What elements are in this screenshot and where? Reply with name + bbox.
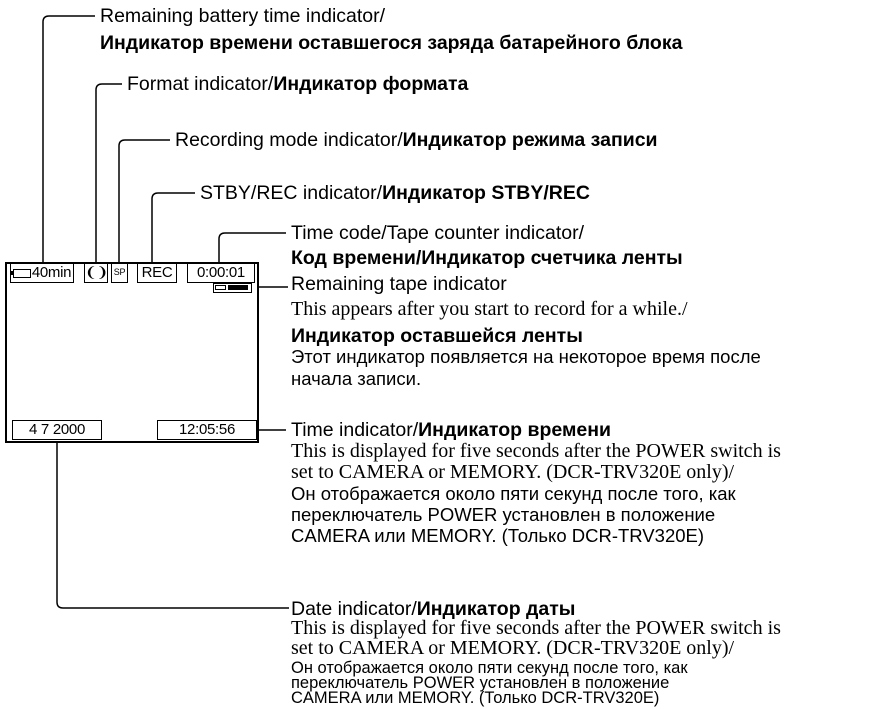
label-battery-en: Remaining battery time indicator/ xyxy=(100,5,386,27)
battery-indicator: 40min xyxy=(10,263,74,283)
desc-time-en-2: set to CAMERA or MEMORY. (DCR-TRV320E on… xyxy=(291,461,735,483)
label-timecode-en: Time code/Tape counter indicator/ xyxy=(291,222,585,244)
label-tape-ru: Индикатор оставшейся ленты xyxy=(291,325,583,347)
leader-stby xyxy=(151,192,195,263)
desc-tape-ru-2: начала записи. xyxy=(291,368,422,389)
remaining-tape-indicator xyxy=(213,283,252,293)
desc-date-en-2: set to CAMERA or MEMORY. (DCR-TRV320E on… xyxy=(291,637,735,659)
leader-format xyxy=(95,83,122,263)
leader-battery xyxy=(42,15,95,263)
time-indicator: 12:05:56 xyxy=(157,420,257,440)
tape-remaining-bar xyxy=(228,285,248,290)
recording-mode-indicator: SP xyxy=(111,263,128,283)
label-timecode-ru: Код времени/Индикатор счетчика ленты xyxy=(291,247,683,269)
label-battery-ru: Индикатор времени оставшегося заряда бат… xyxy=(100,32,683,54)
desc-date-en-1: This is displayed for five seconds after… xyxy=(291,617,781,639)
timecode-indicator: 0:00:01 xyxy=(187,263,255,283)
desc-date-ru-3: CAMERA или MEMORY. (Только DCR-TRV320E) xyxy=(291,689,660,707)
cassette-icon xyxy=(215,285,226,290)
label-date: Date indicator/Индикатор даты xyxy=(291,598,576,620)
label-time: Time indicator/Индикатор времени xyxy=(291,419,611,441)
desc-date-ru-2: переключатель POWER установлен в положен… xyxy=(291,674,670,692)
label-stby: STBY/REC indicator/Индикатор STBY/REC xyxy=(200,182,590,204)
desc-time-ru-1: Он отображается около пяти секунд после … xyxy=(291,483,736,504)
label-format: Format indicator/Индикатор формата xyxy=(127,73,469,95)
desc-time-ru-3: CAMERA или MEMORY. (Только DCR-TRV320E) xyxy=(291,525,705,546)
battery-icon xyxy=(11,268,31,278)
label-mode: Recording mode indicator/Индикатор режим… xyxy=(175,129,658,151)
desc-time-ru-2: переключатель POWER установлен в положен… xyxy=(291,504,716,525)
desc-date-ru-1: Он отображается около пяти секунд после … xyxy=(291,659,688,677)
desc-tape-ru-1: Этот индикатор появляется на некоторое в… xyxy=(291,346,761,367)
desc-tape-en: This appears after you start to record f… xyxy=(291,298,688,320)
leader-timecode xyxy=(218,232,286,263)
desc-time-en-1: This is displayed for five seconds after… xyxy=(291,440,781,462)
format-indicator: ❨❩ xyxy=(84,263,108,283)
label-tape-en: Remaining tape indicator xyxy=(291,273,507,295)
leader-date xyxy=(56,441,289,609)
stby-rec-indicator: REC xyxy=(137,263,177,283)
leader-mode xyxy=(118,139,170,263)
date-indicator: 4 7 2000 xyxy=(12,420,102,440)
